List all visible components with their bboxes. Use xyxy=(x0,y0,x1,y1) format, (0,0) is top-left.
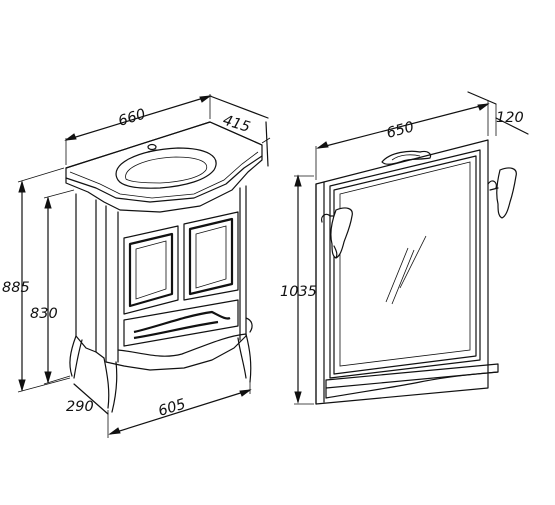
mirror-width-label: 650 xyxy=(385,119,416,142)
mirror-height-label: 1035 xyxy=(280,284,317,300)
vanity-drawing xyxy=(17,94,271,438)
mirror-depth-label: 120 xyxy=(496,110,524,126)
vanity-height-label: 885 xyxy=(2,280,30,296)
vanity-depth-label: 415 xyxy=(221,113,252,136)
cabinet-height-label: 830 xyxy=(30,306,58,322)
mirror-drawing xyxy=(294,91,529,405)
vanity-width-label: 660 xyxy=(116,106,147,129)
leg-depth-label: 290 xyxy=(66,399,94,415)
base-width-label: 605 xyxy=(156,396,187,419)
